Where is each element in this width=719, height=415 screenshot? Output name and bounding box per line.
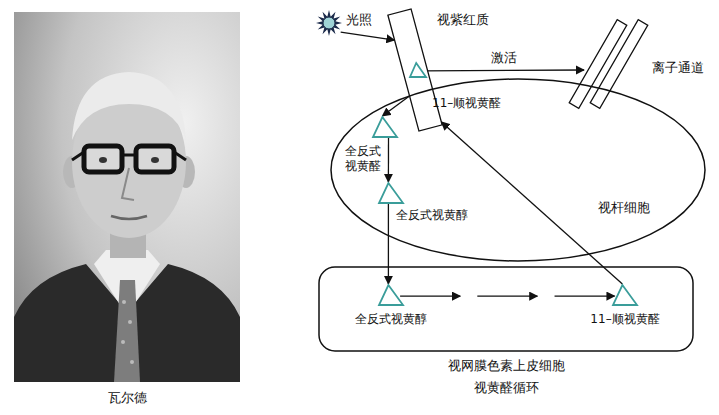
arrow-connector: [400, 296, 614, 297]
rod-cell: 全反式视黄醛全反式视黄醇视杆细胞: [330, 78, 706, 262]
ion-channel: 离子通道: [568, 14, 648, 114]
retinol-triangle: 全反式视黄醇: [378, 284, 404, 306]
rhod-shape: [385, 6, 445, 134]
node-label: 全反式视黄醛: [345, 144, 383, 174]
arrow-connector: [341, 32, 395, 40]
epithelium-cell: 全反式视黄醇11–顺视黄醛视网膜色素上皮细胞: [318, 266, 694, 352]
ellipse-shape: [330, 78, 706, 262]
arrow-connector: [423, 70, 584, 72]
tri-shape: [612, 284, 638, 306]
connector-line: [477, 295, 537, 296]
node-label: 视杆细胞: [598, 200, 650, 216]
edge-label: 激活: [489, 50, 519, 66]
retinal-triangle: 11–顺视黄醛: [612, 284, 638, 306]
connector-line: [400, 295, 460, 296]
rhodopsin: 11–顺视黄醛视紫红质: [385, 6, 445, 134]
light-source: 光照: [316, 10, 342, 36]
connector-line: [423, 69, 584, 71]
retinal-triangle: 全反式视黄醛: [372, 116, 398, 138]
connector-line: [441, 122, 622, 284]
arrow-connector: [441, 122, 622, 284]
node-label: 光照: [346, 12, 372, 28]
node-label: 视紫红质: [437, 12, 489, 28]
node-label: 11–顺视黄醛: [590, 312, 659, 327]
tri-shape: [409, 62, 427, 78]
arrow-connector: [382, 96, 409, 116]
sun-shape: [316, 10, 342, 36]
retinol-triangle: 全反式视黄醇: [378, 182, 404, 204]
round-shape: [318, 266, 694, 352]
tri-shape: [378, 182, 404, 204]
connector-line: [341, 32, 395, 40]
portrait-photo: [14, 12, 240, 382]
ion-shape: [568, 14, 648, 114]
tri-shape: [378, 284, 404, 306]
node-label: 离子通道: [652, 60, 704, 76]
figure-caption: 视黄醛循环: [474, 380, 539, 396]
node-label: 全反式视黄醇: [355, 312, 427, 327]
connector-line: [382, 96, 409, 116]
node-label: 11–顺视黄醛: [432, 96, 501, 111]
retinal-triangle: 11–顺视黄醛: [409, 62, 427, 78]
node-label: 全反式视黄醇: [396, 208, 468, 223]
arrow-connector: [388, 138, 389, 182]
cell-heading: 视网膜色素上皮细胞: [448, 358, 565, 374]
arrow-connector: [388, 204, 389, 284]
photo-caption: 瓦尔德: [108, 390, 147, 406]
tri-shape: [372, 116, 398, 138]
connector-line: [388, 138, 389, 182]
connector-line: [388, 204, 389, 284]
connector-line: [555, 295, 615, 296]
